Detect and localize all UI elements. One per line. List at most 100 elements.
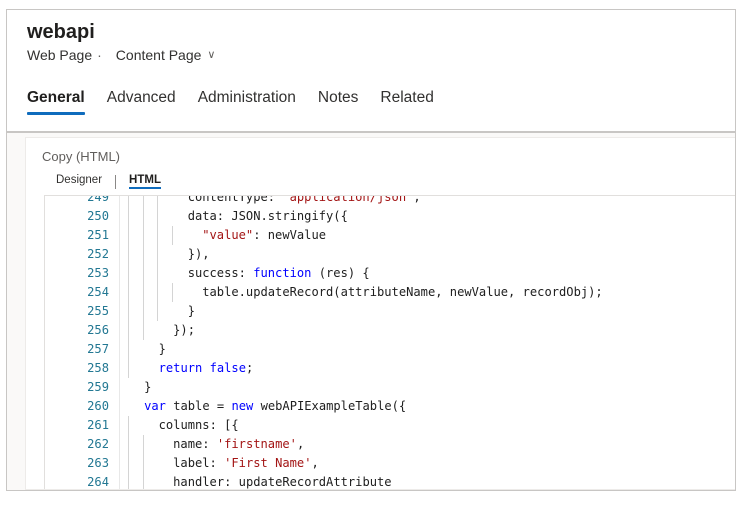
code-text: "value": newValue [202, 226, 326, 245]
code-token: success: [187, 266, 254, 280]
code-token: webAPIExampleTable({ [253, 399, 407, 413]
indent-guide [128, 454, 130, 473]
line-number: 252 [87, 247, 109, 261]
tab-notes[interactable]: Notes [317, 89, 359, 106]
code-text: data: JSON.stringify({ [188, 207, 348, 226]
line-number: 255 [87, 304, 109, 318]
form-selector[interactable]: Content Page ∨ [116, 47, 216, 63]
tab-administration[interactable]: Administration [197, 89, 296, 106]
code-token: } [187, 304, 195, 318]
indent-guide [142, 196, 144, 207]
line-number: 253 [87, 266, 109, 280]
code-line: 259} [45, 378, 735, 397]
header-divider [7, 131, 735, 133]
gutter-divider [119, 196, 120, 489]
code-line: 254 table.updateRecord(attributeName, new… [45, 283, 735, 302]
indent-guide [128, 340, 130, 359]
code-keyword: function [253, 266, 312, 280]
record-title: webapi [27, 21, 95, 43]
indent-guide [128, 435, 130, 454]
code-line: 263 label: 'First Name', [45, 454, 735, 473]
entity-name: Web Page [27, 47, 93, 63]
code-text: contentType: "application/json", [187, 195, 421, 207]
code-text: success: function (res) { [188, 264, 370, 283]
line-number: 249 [87, 195, 109, 204]
html-tab[interactable]: HTML [129, 174, 161, 189]
code-text: }); [173, 321, 195, 340]
editor-tab-separator [115, 174, 117, 189]
code-text: }), [188, 245, 210, 264]
code-keyword: false [209, 361, 246, 375]
tab-advanced[interactable]: Advanced [106, 89, 176, 106]
code-string: 'First Name' [224, 456, 312, 470]
indent-guide [157, 245, 159, 264]
code-keyword: new [231, 399, 254, 413]
indent-guide [142, 264, 144, 283]
code-text: } [188, 302, 195, 321]
indent-guide [142, 454, 144, 473]
code-token: (res) { [311, 266, 370, 280]
code-text: label: 'First Name', [173, 454, 319, 473]
indent-guide [171, 283, 173, 302]
code-string: "value" [202, 228, 254, 242]
code-token: ; [245, 361, 254, 375]
record-subtitle: Web Page · Content Page ∨ [27, 47, 215, 63]
code-text: } [159, 340, 166, 359]
code-text: table.updateRecord(attributeName, newVal… [202, 283, 602, 302]
code-token: , [311, 456, 319, 470]
subtitle-separator: · [97, 47, 102, 63]
code-text: handler: updateRecordAttribute [173, 473, 391, 489]
indent-guide [142, 207, 144, 226]
code-token: label: [173, 456, 225, 470]
form-name: Content Page [115, 47, 202, 63]
code-token [202, 361, 209, 375]
tab-related[interactable]: Related [380, 89, 434, 106]
code-token: handler: updateRecordAttribute [173, 475, 392, 489]
indent-guide [128, 196, 130, 207]
line-number: 263 [87, 456, 109, 470]
form-header: webapi Web Page · Content Page ∨ General… [7, 10, 735, 131]
indent-guide [157, 207, 159, 226]
code-line: 258 return false; [45, 359, 735, 378]
line-number: 256 [87, 323, 109, 337]
code-text: return false; [159, 359, 254, 378]
code-token: data: JSON.stringify({ [187, 209, 348, 223]
indent-guide [157, 302, 159, 321]
tab-general[interactable]: General [27, 89, 85, 115]
indent-guide [128, 321, 130, 340]
section-label: Copy (HTML) [42, 149, 121, 164]
indent-guide [128, 226, 130, 245]
line-number: 258 [87, 361, 109, 375]
indent-guide [128, 416, 130, 435]
code-line: 257} [45, 340, 735, 359]
indent-guide [142, 321, 144, 340]
indent-guide [142, 473, 144, 489]
code-token: contentType: [187, 195, 283, 204]
indent-guide [128, 359, 130, 378]
line-number: 259 [87, 380, 109, 394]
indent-guide [128, 283, 130, 302]
code-keyword: return [158, 361, 203, 375]
indent-guide [128, 245, 130, 264]
indent-guide [142, 226, 144, 245]
code-line: 256}); [45, 321, 735, 340]
code-token: }), [187, 247, 210, 261]
code-text: name: 'firstname', [173, 435, 304, 454]
line-number: 257 [87, 342, 109, 356]
line-number: 264 [87, 475, 109, 489]
code-keyword: var [144, 399, 166, 413]
indent-guide [157, 196, 159, 207]
indent-guide [128, 473, 130, 489]
copy-html-section: Copy (HTML) Designer HTML 249 contentType… [25, 137, 735, 490]
indent-guide [157, 226, 159, 245]
code-text: } [144, 378, 151, 397]
code-line: 249 contentType: "application/json", [45, 195, 735, 207]
code-line: 252}), [45, 245, 735, 264]
designer-tab[interactable]: Designer [56, 174, 103, 186]
indent-guide [128, 302, 130, 321]
line-number: 254 [87, 285, 109, 299]
code-line: 253 success: function (res) { [45, 264, 735, 283]
